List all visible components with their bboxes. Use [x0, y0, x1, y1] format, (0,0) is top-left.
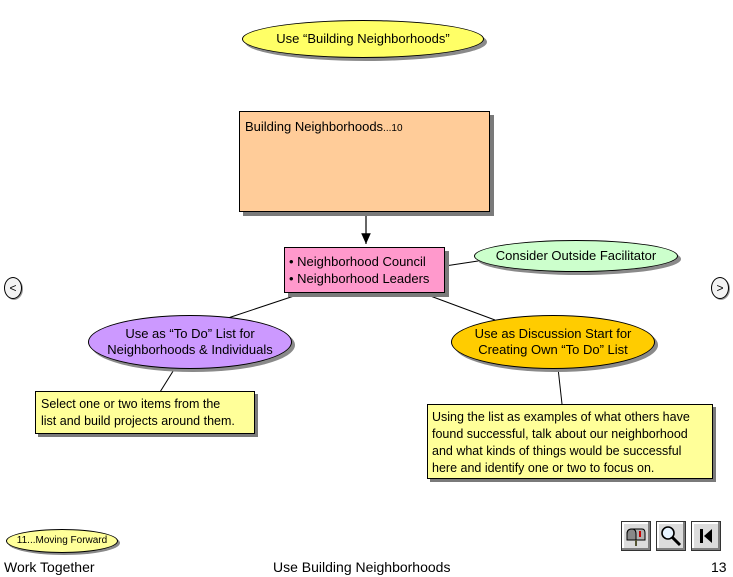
prev-slide-button[interactable]: <	[4, 277, 22, 299]
right-note-line2: found successful, talk about our neighbo…	[432, 427, 688, 441]
moving-forward-link[interactable]: 11...Moving Forward	[6, 529, 118, 553]
right-note-line3: and what kinds of things would be succes…	[432, 444, 682, 458]
skip-to-start-icon	[700, 529, 712, 543]
right-ellipse: Use as Discussion Start for Creating Own…	[451, 315, 655, 369]
line-left-to-note	[159, 367, 176, 393]
right-ellipse-line2: Creating Own “To Do” List	[478, 342, 628, 357]
line-center-to-right	[424, 293, 496, 321]
center-item-council: • Neighborhood Council	[289, 254, 426, 269]
top-box: Building Neighborhoods...10	[239, 111, 490, 212]
page-number: 13	[711, 559, 727, 575]
magnifier-icon	[661, 526, 682, 547]
right-note: Using the list as examples of what other…	[427, 404, 713, 479]
next-slide-button[interactable]: >	[711, 277, 729, 299]
footer-center: Use Building Neighborhoods	[273, 559, 451, 575]
left-ellipse-line2: Neighborhoods & Individuals	[107, 342, 273, 357]
center-box: • Neighborhood Council • Neighborhood Le…	[284, 247, 445, 293]
title-ellipse-label: Use “Building Neighborhoods”	[276, 30, 450, 46]
next-label: >	[716, 281, 724, 295]
left-note-line2: list and build projects around them.	[41, 414, 235, 428]
left-ellipse-line1: Use as “To Do” List for	[125, 325, 255, 341]
title-ellipse: Use “Building Neighborhoods”	[242, 20, 484, 58]
left-note: Select one or two items from the list an…	[35, 391, 255, 434]
left-note-line1: Select one or two items from the	[41, 397, 221, 411]
line-center-to-left	[227, 293, 301, 319]
line-right-to-note	[557, 367, 563, 405]
facilitator-ellipse: Consider Outside Facilitator	[474, 240, 678, 272]
footer-left: Work Together	[4, 559, 95, 575]
line-center-to-facilitator	[444, 260, 479, 267]
right-note-line1: Using the list as examples of what other…	[432, 410, 690, 424]
mailbox-icon	[626, 528, 646, 546]
left-ellipse: Use as “To Do” List for Neighborhoods & …	[88, 315, 292, 369]
prev-label: <	[9, 281, 17, 295]
mailbox-button[interactable]	[621, 521, 651, 551]
facilitator-label: Consider Outside Facilitator	[495, 247, 657, 263]
right-ellipse-line1: Use as Discussion Start for	[474, 325, 632, 341]
top-box-ref: ...10	[383, 123, 403, 134]
moving-forward-label: 11...Moving Forward	[16, 534, 108, 546]
top-box-title: Building Neighborhoods	[245, 119, 384, 134]
right-note-line4: here and identify one or two to focus on…	[432, 461, 655, 475]
center-item-leaders: • Neighborhood Leaders	[289, 271, 430, 286]
first-slide-button[interactable]	[691, 521, 721, 551]
search-button[interactable]	[656, 521, 686, 551]
